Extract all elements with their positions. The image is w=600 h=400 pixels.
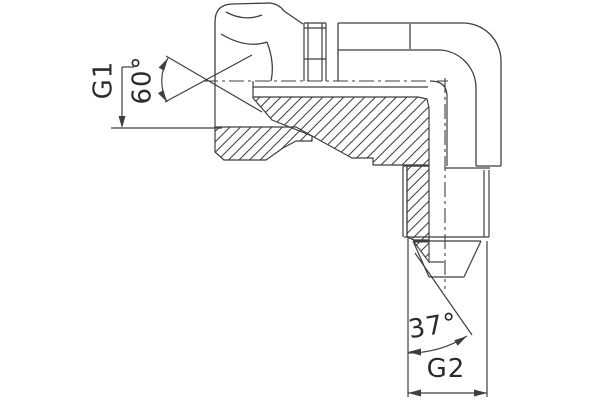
- centerlines: [203, 78, 448, 289]
- cone-line-upper: [165, 55, 263, 113]
- nut-outline: [214, 2, 304, 81]
- collar-ring: [303, 22, 327, 81]
- g1-label: G1: [89, 61, 119, 100]
- swivel-nut: [214, 2, 304, 82]
- stud-tip-chamfer: [412, 240, 482, 278]
- body-section-hatch: [252, 96, 430, 166]
- female-port-section: [214, 80, 448, 166]
- body-right-edge-fillet: [429, 80, 448, 166]
- nut-facet-curve: [266, 41, 273, 82]
- cone-line-lower: [164, 54, 253, 103]
- nut-section-hatch: [214, 126, 313, 161]
- flare-arc-arrowhead-left: [408, 348, 421, 356]
- dimension-g1: G1: [89, 61, 222, 129]
- stud-wall-hatch: [406, 165, 430, 241]
- elbow-body: [337, 22, 502, 169]
- elbow-outer-edge: [338, 22, 502, 166]
- flare-cone-line: [414, 252, 473, 336]
- dimension-g2: G2: [408, 354, 487, 397]
- flare-arc-arrowhead-right: [454, 336, 467, 346]
- cone-arc-arrowhead-top: [158, 58, 168, 71]
- collar-outline: [303, 22, 327, 81]
- g2-arrowhead-right: [474, 389, 487, 397]
- dimension-cone-60: 60°: [128, 54, 263, 113]
- collar-groove-lines: [304, 27, 326, 60]
- collar-thread-lines: [307, 23, 323, 81]
- g1-arrowhead: [118, 116, 126, 128]
- elbow-inner-edge: [338, 49, 477, 166]
- stud-thread-right: [483, 170, 490, 237]
- nut-facet-curve: [225, 11, 263, 19]
- male-stud: [402, 165, 490, 278]
- stud-thread-left: [402, 166, 408, 237]
- nut-facet-curve: [220, 33, 268, 45]
- stud-tip-hatch: [412, 241, 430, 264]
- g2-label: G2: [427, 354, 466, 384]
- cone-angle-label: 60°: [128, 55, 158, 104]
- cone-arc-arrowhead-bottom: [157, 90, 167, 102]
- flare-angle-label: 37°: [406, 308, 459, 345]
- g2-arrowhead-left: [408, 389, 421, 397]
